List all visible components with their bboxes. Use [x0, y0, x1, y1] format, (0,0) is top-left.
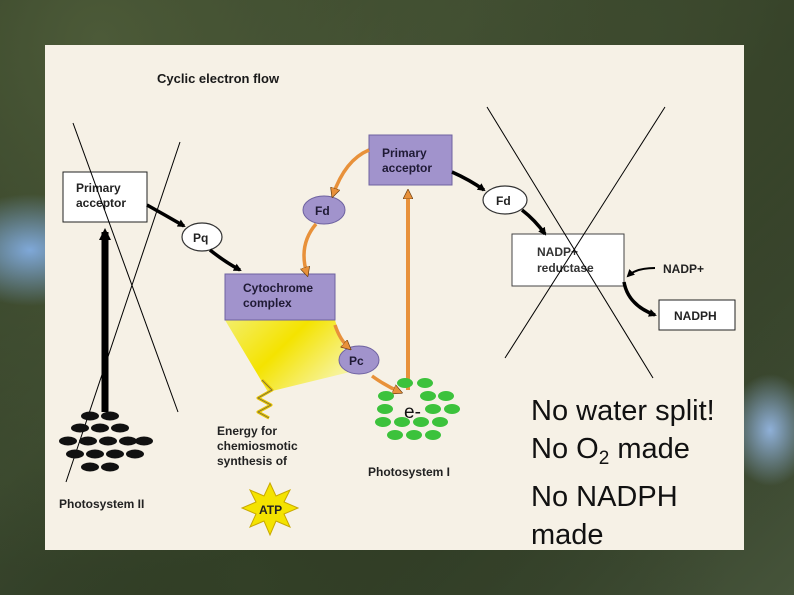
- fd-left-node: [302, 195, 346, 225]
- pq-label: Pq: [193, 231, 208, 245]
- diagram-panel: [45, 45, 744, 550]
- note-line-2: No O2 made: [531, 433, 690, 469]
- fd-left-label: Fd: [315, 204, 330, 218]
- arrow-acceptor-to-fd: [333, 148, 370, 195]
- atp-burst: [240, 481, 300, 537]
- arrow-acceptor-to-fd-right: [451, 170, 486, 192]
- fd-right-node: [482, 185, 528, 215]
- photosystem-i-label: Photosystem I: [368, 465, 450, 479]
- pc-label: Pc: [349, 354, 364, 368]
- diagram-title: Cyclic electron flow: [157, 71, 280, 86]
- note-line-3: No NADPH: [531, 481, 678, 513]
- atp-label: ATP: [259, 503, 282, 517]
- cross-line-right-1: [486, 106, 654, 379]
- arrow-acceptor-to-pq: [146, 203, 186, 228]
- photosystem-ii-label: Photosystem II: [59, 497, 144, 511]
- ps1-primary-acceptor-box: [368, 134, 453, 186]
- cross-line-right-2: [504, 106, 666, 359]
- nadph-box: [658, 299, 736, 331]
- note-line-4: made: [531, 519, 604, 551]
- electron-label: e-: [404, 402, 421, 423]
- pc-node: [338, 345, 380, 375]
- ps2-primary-acceptor-box: [62, 171, 148, 223]
- nadph-label: NADPH: [674, 309, 717, 323]
- arrow-cytochrome-to-pc: [333, 324, 349, 348]
- pq-node: [181, 222, 223, 252]
- arrow-reductase-to-nadph: [622, 281, 657, 317]
- cytochrome-complex-box: [224, 273, 336, 321]
- nadp-plus-label: NADP+: [663, 262, 704, 276]
- arrow-nadp-to-reductase: [626, 267, 656, 278]
- arrow-fd-to-reductase: [520, 208, 547, 236]
- nadp-reductase-label: NADP+reductase: [537, 245, 594, 275]
- annotation-notes: No water split! No O2 made No NADPH made: [531, 392, 741, 554]
- cross-line-left-1: [72, 122, 179, 413]
- fd-right-label: Fd: [496, 194, 511, 208]
- ps2-primary-acceptor-label: Primary acceptor: [76, 181, 126, 210]
- ps1-chlorophyll-cluster: [375, 378, 460, 440]
- energy-wedge: [225, 320, 350, 392]
- ps2-chlorophyll-cluster: [59, 411, 153, 472]
- arrow-pc-to-ps1: [370, 374, 400, 392]
- note-line-1: No water split!: [531, 395, 715, 427]
- arrow-fd-to-cytochrome: [304, 222, 318, 274]
- arrow-pq-to-cytochrome: [208, 248, 242, 272]
